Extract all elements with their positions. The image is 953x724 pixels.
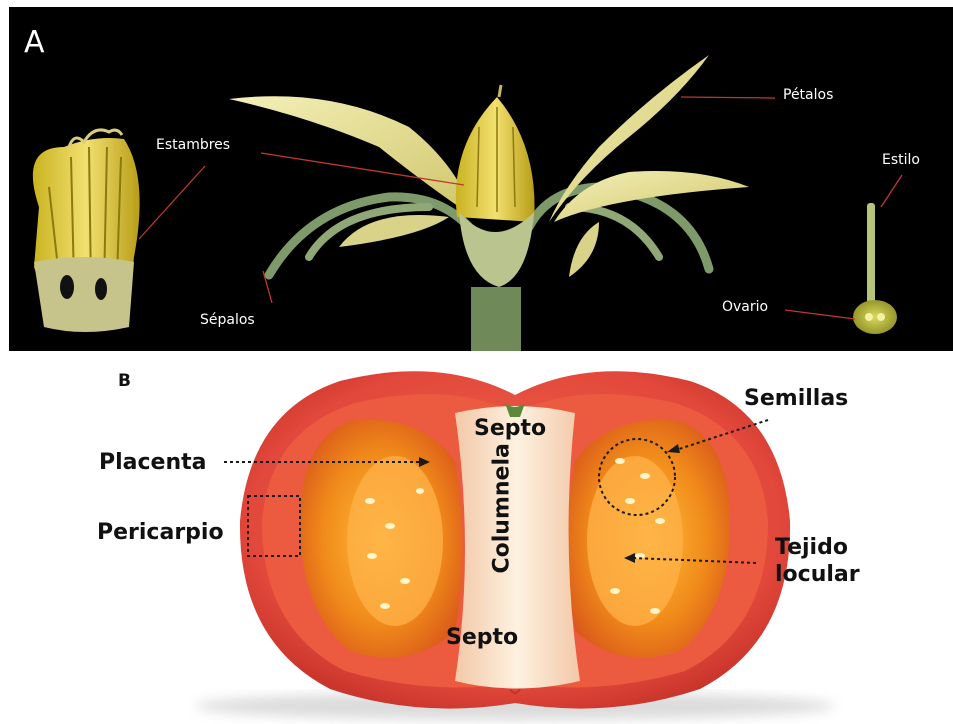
panel-b-tomato: B Placenta Pericarpio Septo Septo Column… [0,351,953,724]
label-petalos: Pétalos [783,87,833,103]
label-ovario: Ovario [722,299,768,315]
label-tejido-line1: Tejido [775,534,860,561]
panel-b-letter: B [118,368,131,395]
label-tejido-line2: locular [775,561,860,588]
label-placenta: Placenta [99,449,207,476]
panel-a-flower: A Estambres Pétalos Estilo Sépalos Ovari… [9,7,953,351]
label-septo-top: Septo [474,415,546,442]
label-estilo: Estilo [882,152,920,168]
central-stamen-cone [456,85,535,351]
stamen-cone-left [33,130,140,332]
label-sepalos: Sépalos [200,312,255,328]
label-columnela: Columnela [489,452,516,574]
flower-illustration [9,7,953,351]
pistil [853,203,897,334]
label-tejido-locular: Tejido locular [775,534,860,588]
label-pericarpio: Pericarpio [97,519,224,546]
label-semillas: Semillas [744,385,848,412]
label-estambres: Estambres [156,137,230,153]
panel-a-letter: A [24,25,45,60]
label-septo-bottom: Septo [446,624,518,651]
